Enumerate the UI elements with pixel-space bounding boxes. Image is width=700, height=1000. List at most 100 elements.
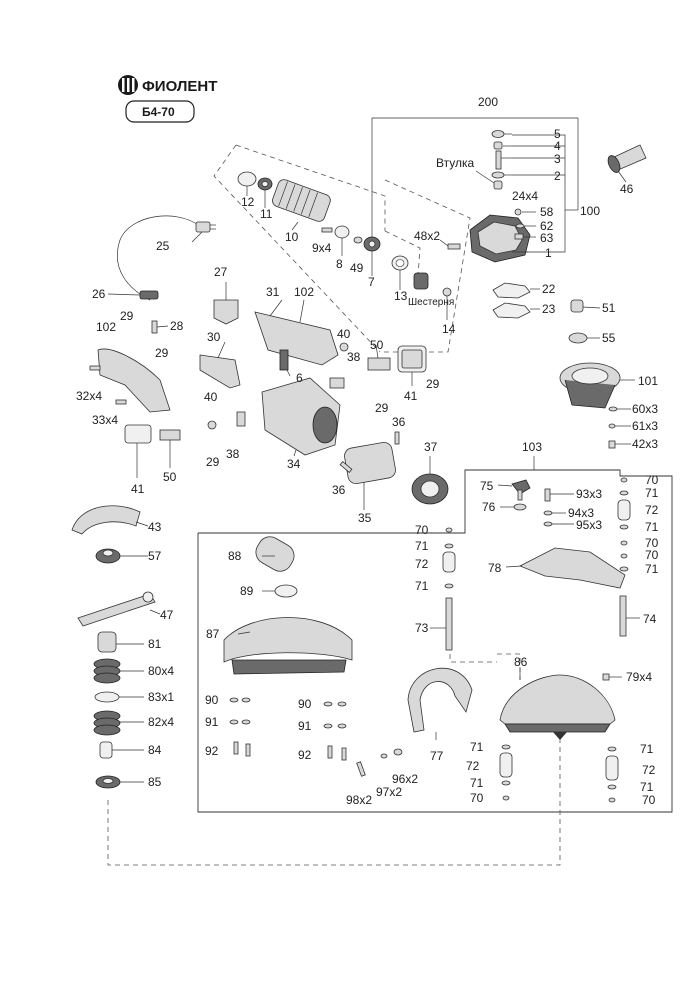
label-71-f: 71 xyxy=(470,740,484,754)
brand-logo xyxy=(118,75,138,95)
label-27: 27 xyxy=(214,265,228,279)
label-3: 3 xyxy=(554,152,561,166)
label-63: 63 xyxy=(540,231,554,245)
label-93x3: 93x3 xyxy=(576,487,602,501)
label-47: 47 xyxy=(160,608,174,622)
label-42x3: 42x3 xyxy=(632,437,658,451)
frame-103-parts xyxy=(223,477,631,803)
top-parts xyxy=(237,130,647,449)
label-1: 1 xyxy=(545,246,552,260)
label-14: 14 xyxy=(442,322,456,336)
label-61x3: 61x3 xyxy=(632,419,658,433)
label-70-f: 70 xyxy=(642,793,656,807)
label-78: 78 xyxy=(488,561,502,575)
label-75: 75 xyxy=(480,479,494,493)
label-80x4: 80x4 xyxy=(148,664,174,678)
label-55: 55 xyxy=(602,331,616,345)
label-101: 101 xyxy=(638,374,658,388)
model-label: Б4-70 xyxy=(142,105,175,119)
label-90-b: 90 xyxy=(298,697,312,711)
label-41-b: 41 xyxy=(131,482,145,496)
label-23: 23 xyxy=(542,302,556,316)
label-58: 58 xyxy=(540,205,554,219)
label-7: 7 xyxy=(368,275,375,289)
label-102-left: 102 xyxy=(96,320,116,334)
label-88: 88 xyxy=(228,549,242,563)
label-70-e: 70 xyxy=(470,791,484,805)
label-74: 74 xyxy=(643,612,657,626)
label-70-a: 70 xyxy=(645,473,659,487)
power-cord xyxy=(117,215,216,301)
label-71-b: 71 xyxy=(645,520,659,534)
frame-103 xyxy=(197,469,673,813)
label-71-h: 71 xyxy=(640,742,654,756)
label-71-d: 71 xyxy=(415,539,429,553)
label-92-a: 92 xyxy=(205,744,219,758)
label-94x3: 94x3 xyxy=(568,506,594,520)
label-49: 49 xyxy=(350,261,364,275)
label-29-a: 29 xyxy=(120,309,134,323)
label-36-a: 36 xyxy=(392,415,406,429)
label-36-b: 36 xyxy=(332,483,346,497)
label-2: 2 xyxy=(554,169,561,183)
label-71-c: 71 xyxy=(645,562,659,576)
label-48x2: 48x2 xyxy=(414,229,440,243)
label-70-b: 70 xyxy=(645,536,659,550)
label-96x2: 96x2 xyxy=(392,772,418,786)
dashed-frame-armature xyxy=(235,144,386,231)
label-37: 37 xyxy=(424,440,438,454)
label-90-a: 90 xyxy=(205,693,219,707)
callout-labels: 200 5 4 3 2 100 1 46 24x4 58 62 63 48x2 … xyxy=(76,95,659,807)
bracket-100 xyxy=(512,134,566,253)
dashed-frame-gear xyxy=(384,230,421,277)
label-40-b: 40 xyxy=(204,390,218,404)
label-13: 13 xyxy=(394,289,408,303)
label-28: 28 xyxy=(170,319,184,333)
label-98x2: 98x2 xyxy=(346,793,372,807)
label-30: 30 xyxy=(207,330,221,344)
bracket-200 xyxy=(371,117,579,242)
label-89: 89 xyxy=(240,584,254,598)
label-71-a: 71 xyxy=(645,486,659,500)
label-91-b: 91 xyxy=(298,719,312,733)
label-24x4: 24x4 xyxy=(512,189,538,203)
label-77: 77 xyxy=(430,749,444,763)
label-32x4: 32x4 xyxy=(76,389,102,403)
label-62: 62 xyxy=(540,219,554,233)
dashed-frame-armature-edge xyxy=(213,144,381,353)
label-87: 87 xyxy=(206,627,220,641)
label-92-b: 92 xyxy=(298,748,312,762)
label-22: 22 xyxy=(542,282,556,296)
label-29-d: 29 xyxy=(206,455,220,469)
label-5: 5 xyxy=(554,127,561,141)
label-86: 86 xyxy=(514,655,528,669)
label-43: 43 xyxy=(148,520,162,534)
label-71-i: 71 xyxy=(640,780,654,794)
label-29-b: 29 xyxy=(155,346,169,360)
label-4: 4 xyxy=(554,139,561,153)
label-33x4: 33x4 xyxy=(92,413,118,427)
housing-parts xyxy=(89,299,449,505)
label-26: 26 xyxy=(92,287,106,301)
label-71-e: 71 xyxy=(415,579,429,593)
model-badge xyxy=(125,100,195,123)
leader-lines xyxy=(107,133,640,783)
label-10: 10 xyxy=(285,230,299,244)
label-25: 25 xyxy=(156,239,170,253)
label-83x1: 83x1 xyxy=(148,690,174,704)
label-76: 76 xyxy=(482,500,496,514)
label-57: 57 xyxy=(148,549,162,563)
label-8: 8 xyxy=(336,257,343,271)
label-29-c: 29 xyxy=(426,377,440,391)
label-91-a: 91 xyxy=(205,715,219,729)
label-9x4: 9x4 xyxy=(312,241,332,255)
label-41-a: 41 xyxy=(404,389,418,403)
label-51: 51 xyxy=(602,301,616,315)
label-103: 103 xyxy=(522,440,542,454)
label-71-g: 71 xyxy=(470,776,484,790)
label-85: 85 xyxy=(148,775,162,789)
label-84: 84 xyxy=(148,743,162,757)
label-34: 34 xyxy=(287,457,301,471)
